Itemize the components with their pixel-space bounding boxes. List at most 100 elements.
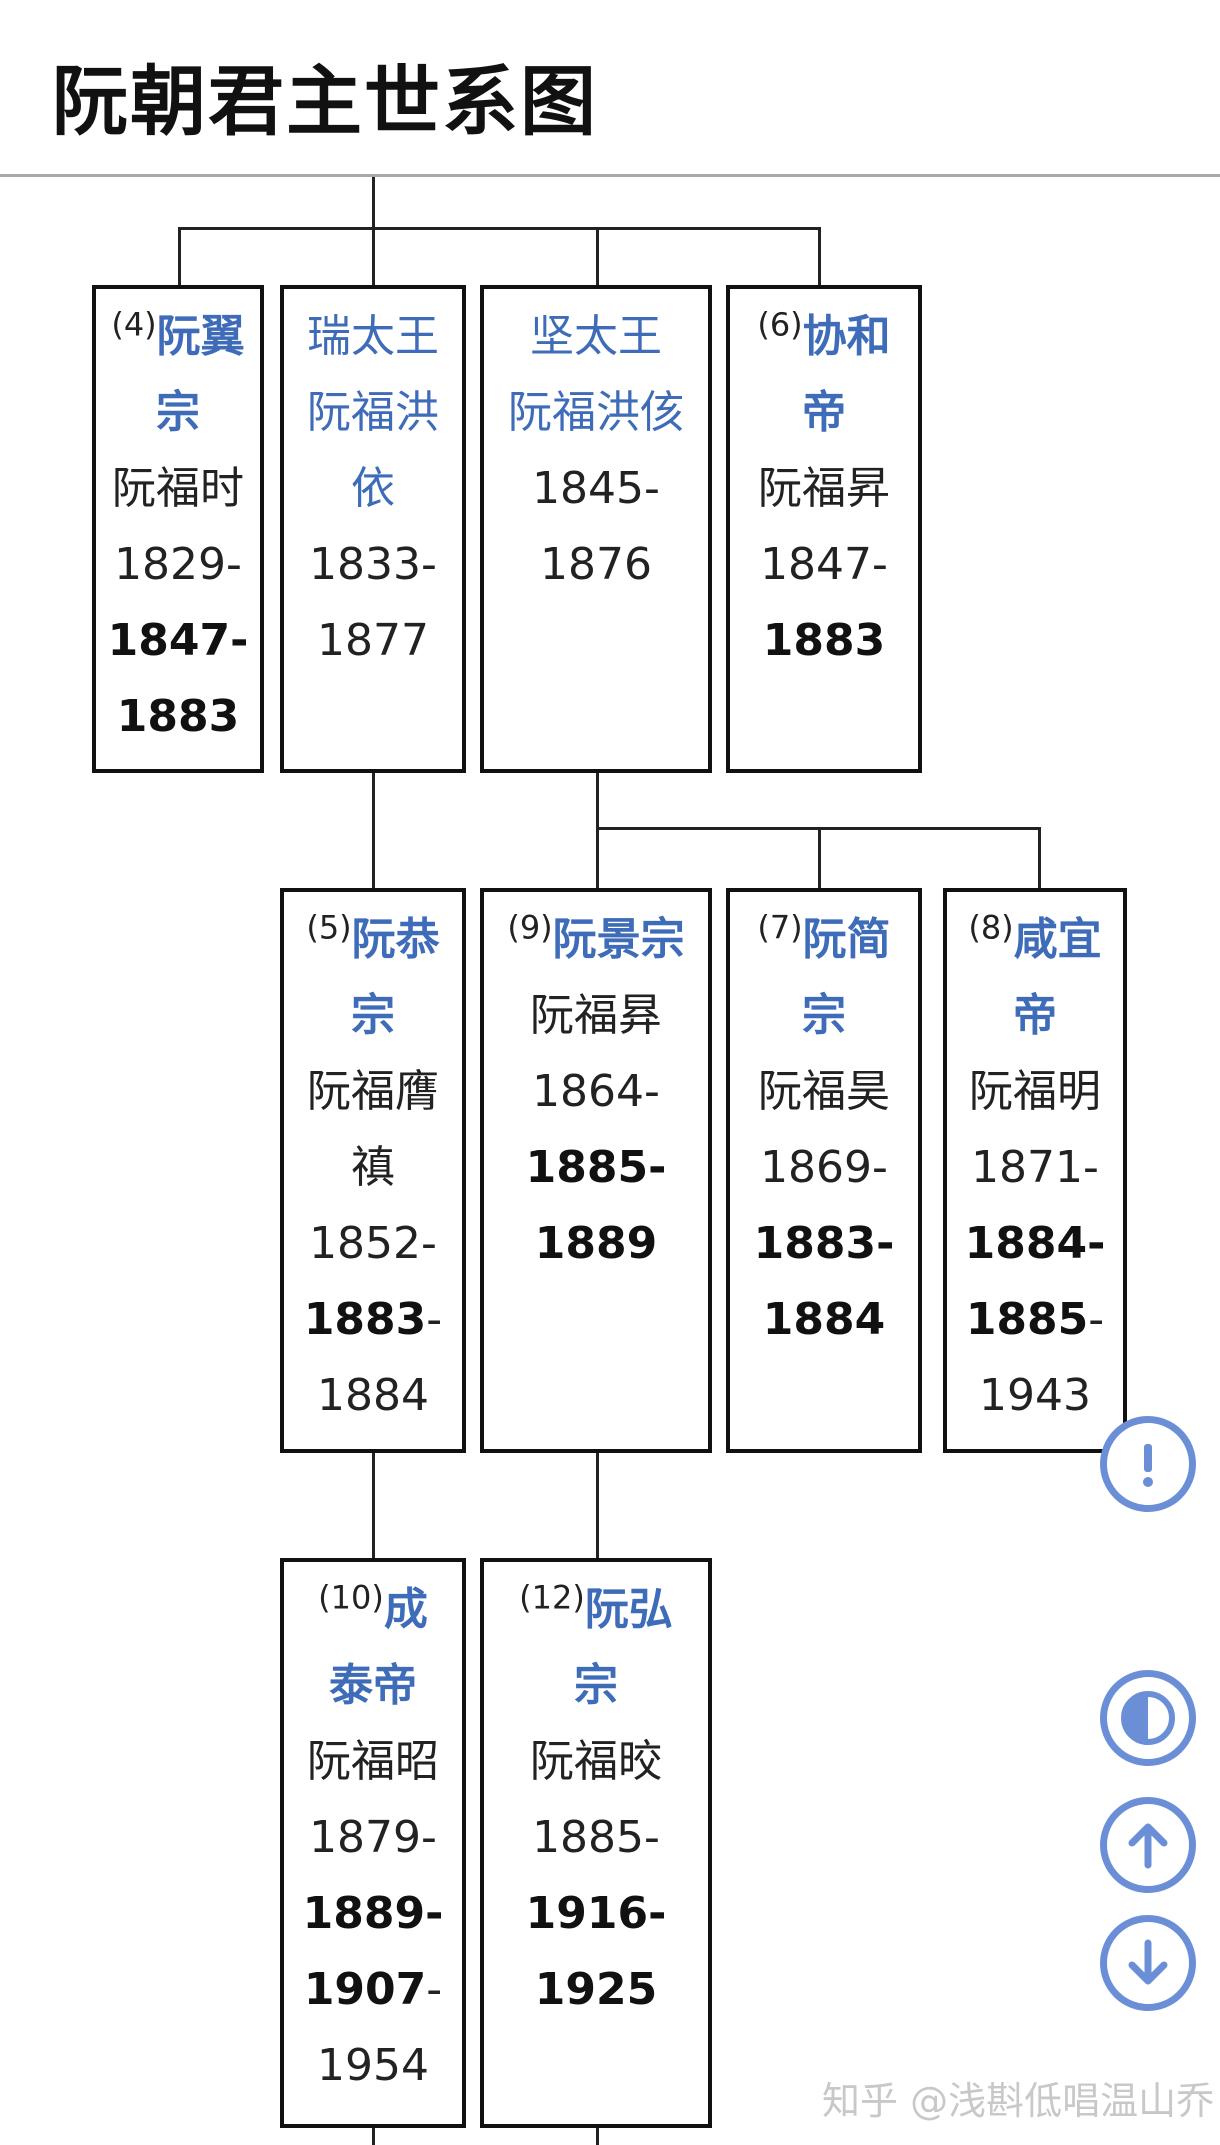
- arrow-down-icon: [1128, 1939, 1168, 1985]
- ruler-name-link[interactable]: 帝: [802, 387, 846, 438]
- personal-name: 阮福昇: [758, 463, 890, 514]
- years-label: 1954: [317, 2040, 429, 2091]
- ruler-name-link[interactable]: 帝: [1013, 990, 1057, 1041]
- years-label: 1877: [317, 615, 429, 666]
- years-label: 1889: [534, 1218, 658, 1269]
- years-label: 1879-: [309, 1812, 437, 1863]
- connector-line: [178, 227, 820, 230]
- reign-number: (9): [507, 908, 553, 947]
- ruler-name-link[interactable]: 宗: [802, 990, 846, 1041]
- years-label: 1883: [116, 691, 240, 742]
- connector-line: [596, 227, 599, 285]
- connector-line: [818, 827, 821, 888]
- ruler-name-link[interactable]: 泰帝: [329, 1660, 417, 1711]
- years-label: 1829-: [114, 539, 242, 590]
- connector-line: [372, 2128, 375, 2145]
- connector-line: [596, 1453, 599, 1558]
- personal-name: 阮福昪: [530, 990, 662, 1041]
- reign-number: (12): [519, 1578, 585, 1617]
- years-label: 1883-: [753, 1218, 895, 1269]
- ruler-name-link[interactable]: 依: [351, 463, 395, 514]
- years-label: 1883: [762, 615, 886, 666]
- connector-line: [596, 2128, 599, 2145]
- connector-line: [372, 227, 375, 285]
- ruler-box[interactable]: (8)咸宜帝阮福明 1871- 1884- 1885- 1943: [943, 888, 1127, 1453]
- ruler-box[interactable]: (4)阮翼宗阮福时 1829- 1847- 1883: [92, 285, 264, 773]
- ruler-box[interactable]: (7)阮简宗阮福昊 1869- 1883- 1884: [726, 888, 922, 1453]
- years-label: 1884: [317, 1370, 429, 1421]
- years-label: 1943: [979, 1370, 1091, 1421]
- reign-number: (7): [757, 908, 803, 947]
- contrast-icon: [1121, 1691, 1175, 1745]
- reign-number: (10): [318, 1578, 384, 1617]
- reign-number: (6): [757, 305, 803, 344]
- ruler-name-link[interactable]: 阮福洪: [307, 387, 439, 438]
- personal-name: 阮福明: [969, 1066, 1101, 1117]
- years-label: 1885-: [965, 1294, 1105, 1345]
- page-title: 阮朝君主世系图: [52, 57, 598, 146]
- years-label: 1907-: [303, 1964, 443, 2015]
- ruler-name-link[interactable]: 宗: [156, 387, 200, 438]
- reign-number: (4): [111, 305, 157, 344]
- years-label: 1885-: [532, 1812, 660, 1863]
- years-label: 1876: [540, 539, 652, 590]
- ruler-box[interactable]: (6)协和帝阮福昇 1847- 1883: [726, 285, 922, 773]
- ruler-name-link[interactable]: 阮景宗: [552, 914, 685, 965]
- years-label: 1847-: [760, 539, 888, 590]
- ruler-name-link[interactable]: 阮弘: [584, 1584, 673, 1635]
- theme-toggle-button[interactable]: [1100, 1670, 1196, 1766]
- ruler-name-link[interactable]: 阮福洪侅: [508, 387, 684, 438]
- connector-line: [372, 773, 375, 888]
- ruler-box[interactable]: 坚太王阮福洪侅 1845- 1876: [480, 285, 712, 773]
- connector-line: [372, 177, 375, 229]
- arrow-up-icon: [1128, 1823, 1168, 1869]
- connector-line: [596, 827, 599, 888]
- years-label: 1833-: [309, 539, 437, 590]
- connector-line: [818, 227, 821, 285]
- ruler-name-link[interactable]: 阮恭: [351, 914, 440, 965]
- personal-name: 阮福膺: [307, 1066, 439, 1117]
- years-label: 1925: [534, 1964, 658, 2015]
- connector-line: [178, 227, 181, 285]
- ruler-name-link[interactable]: 成: [383, 1584, 428, 1635]
- ruler-name-link[interactable]: 宗: [351, 990, 395, 1041]
- years-label: 1884-: [964, 1218, 1106, 1269]
- years-label: 1847-: [107, 615, 249, 666]
- years-label: 1871-: [971, 1142, 1099, 1193]
- ruler-name-link[interactable]: 咸宜: [1013, 914, 1102, 965]
- reign-number: (8): [968, 908, 1014, 947]
- years-label: 1852-: [309, 1218, 437, 1269]
- ruler-name-link[interactable]: 坚太王: [530, 311, 662, 362]
- years-label: 1884: [762, 1294, 886, 1345]
- years-label: 1869-: [760, 1142, 888, 1193]
- years-label: 1845-: [532, 463, 660, 514]
- personal-name: 阮福昭: [307, 1736, 439, 1787]
- ruler-name-link[interactable]: 协和: [802, 311, 891, 362]
- ruler-box[interactable]: (10)成泰帝阮福昭 1879- 1889- 1907- 1954: [280, 1558, 466, 2128]
- connector-line: [1038, 827, 1041, 888]
- ruler-name-link[interactable]: 瑞太王: [307, 311, 439, 362]
- years-label: 1883-: [303, 1294, 443, 1345]
- years-label: 1864-: [532, 1066, 660, 1117]
- years-label: 1885-: [525, 1142, 667, 1193]
- years-label: 1889-: [302, 1888, 444, 1939]
- personal-name: 阮福昊: [758, 1066, 890, 1117]
- ruler-box[interactable]: (9)阮景宗阮福昪 1864- 1885- 1889: [480, 888, 712, 1453]
- ruler-box[interactable]: (12)阮弘宗阮福晈 1885- 1916- 1925: [480, 1558, 712, 2128]
- ruler-name-link[interactable]: 阮简: [802, 914, 891, 965]
- watermark: 知乎 @浅斟低唱温山乔: [822, 2079, 1215, 2123]
- alert-icon: [1143, 1444, 1153, 1487]
- scroll-up-button[interactable]: [1100, 1797, 1196, 1893]
- scroll-down-button[interactable]: [1100, 1915, 1196, 2011]
- personal-name: 阮福晈: [530, 1736, 662, 1787]
- personal-name: 阮福时: [112, 463, 244, 514]
- connector-line: [596, 773, 599, 828]
- ruler-name-link[interactable]: 阮翼: [156, 311, 245, 362]
- ruler-box[interactable]: 瑞太王阮福洪依 1833- 1877: [280, 285, 466, 773]
- years-label: 1916-: [525, 1888, 667, 1939]
- feedback-button[interactable]: [1100, 1416, 1196, 1512]
- personal-name: 禛: [351, 1142, 395, 1193]
- ruler-name-link[interactable]: 宗: [574, 1660, 618, 1711]
- title-divider: [0, 174, 1220, 177]
